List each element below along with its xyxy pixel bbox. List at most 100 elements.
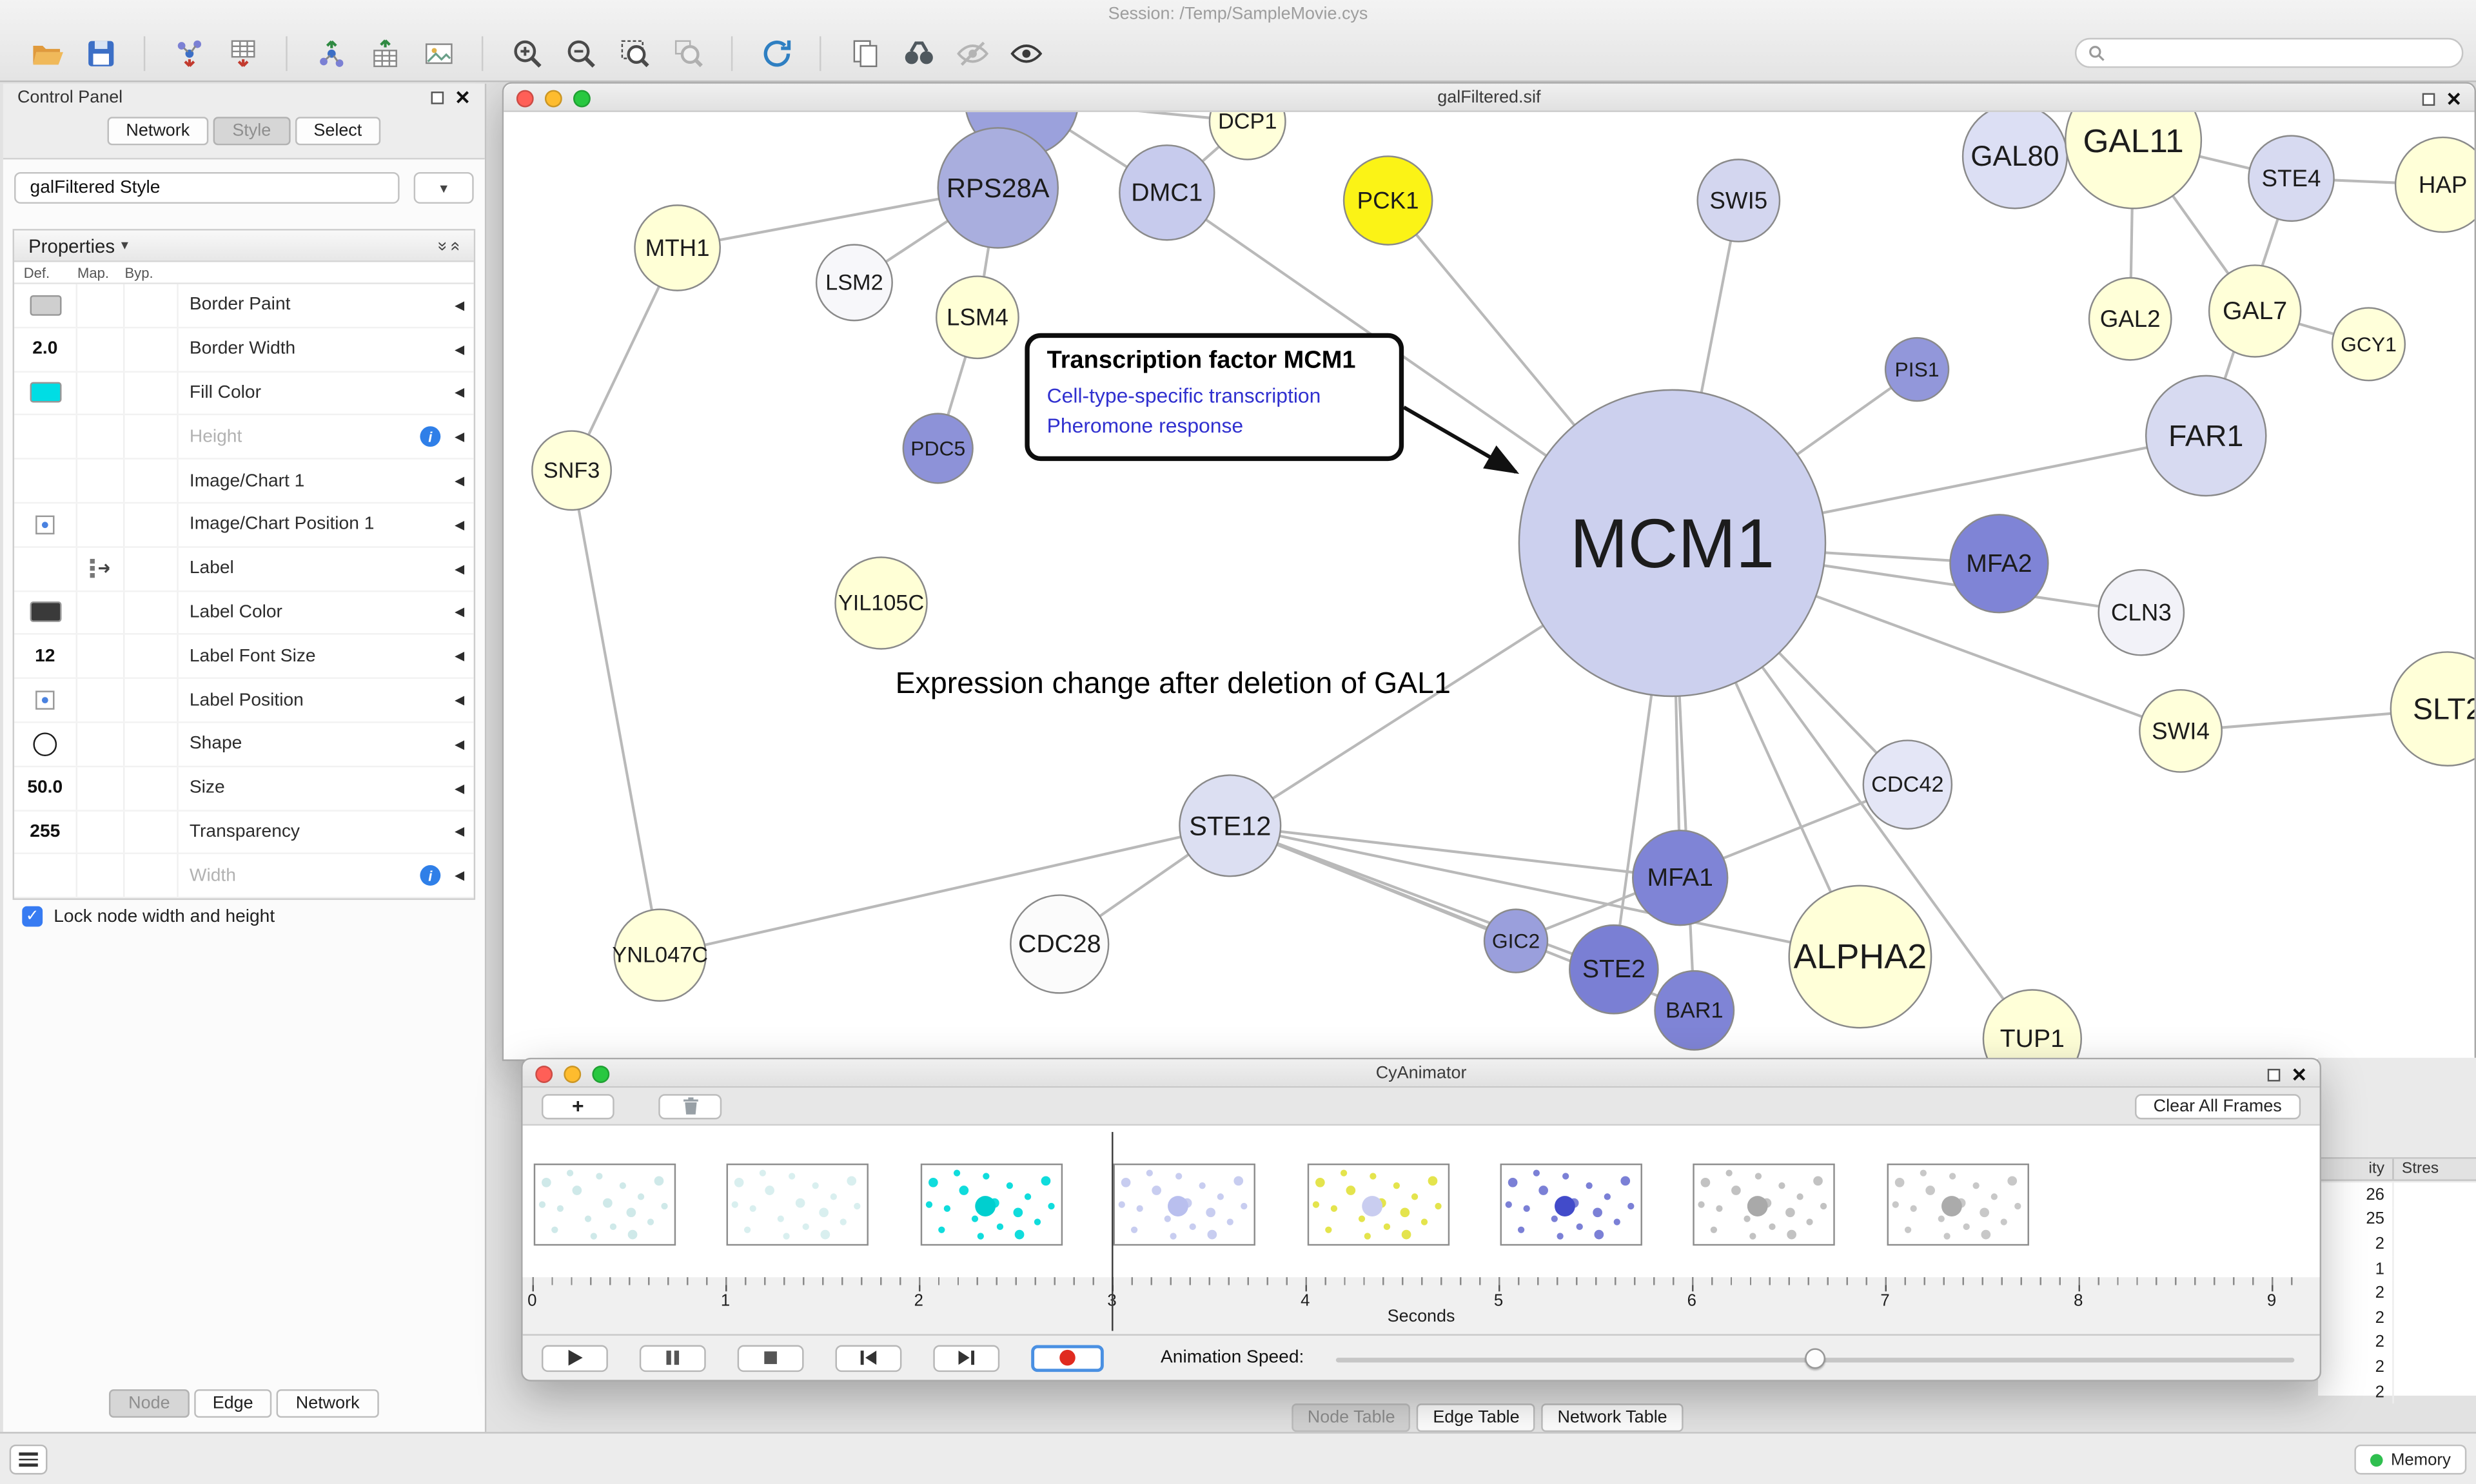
table-tab-node-table[interactable]: Node Table [1292, 1403, 1411, 1432]
save-session-button[interactable] [79, 32, 121, 74]
byp-cell[interactable] [124, 766, 179, 810]
expand-row-icon[interactable]: ◀ [455, 737, 465, 752]
properties-header[interactable]: Properties ▾ » » [14, 230, 474, 262]
byp-cell[interactable] [124, 547, 179, 590]
node-PIS1[interactable]: PIS1 [1884, 337, 1950, 402]
property-row-image-chart-1[interactable]: Image/Chart 1◀ [14, 460, 474, 504]
default-swatch[interactable] [29, 295, 61, 316]
style-tab-network[interactable]: Network [277, 1389, 378, 1418]
float-panel-icon[interactable] [431, 92, 444, 104]
panel-toggle-button[interactable] [9, 1444, 48, 1475]
node-SWI4[interactable]: SWI4 [2139, 688, 2223, 773]
default-swatch[interactable] [29, 602, 61, 623]
map-cell[interactable] [77, 766, 125, 810]
minimize-window-button[interactable] [564, 1066, 582, 1084]
node-SNF3[interactable]: SNF3 [531, 430, 612, 511]
map-cell[interactable] [77, 284, 125, 327]
copy-button[interactable] [843, 32, 886, 74]
column-centrality[interactable]: ity [2318, 1158, 2394, 1180]
node-GCY1[interactable]: GCY1 [2331, 307, 2406, 382]
def-cell[interactable] [14, 854, 78, 897]
node-SWI5[interactable]: SWI5 [1696, 159, 1781, 242]
zoom-fit-button[interactable] [613, 32, 655, 74]
node-YNL047C[interactable]: YNL047C [612, 908, 708, 1002]
def-cell[interactable] [14, 284, 78, 327]
maximize-window-button[interactable] [592, 1066, 610, 1084]
map-cell[interactable] [77, 635, 125, 678]
node-CDC28[interactable]: CDC28 [1010, 894, 1110, 994]
frame-thumbnail-2[interactable] [920, 1163, 1063, 1246]
default-value[interactable]: 50.0 [27, 778, 63, 798]
close-window-icon[interactable]: ✕ [2291, 1064, 2307, 1086]
expand-all-icon[interactable]: » [445, 240, 464, 251]
playhead[interactable] [1112, 1131, 1114, 1331]
skip-to-start-button[interactable] [835, 1344, 902, 1371]
property-row-shape[interactable]: Shape◀ [14, 723, 474, 767]
expand-row-icon[interactable]: ◀ [455, 386, 465, 400]
clear-all-frames-button[interactable]: Clear All Frames [2134, 1093, 2301, 1119]
float-window-icon[interactable] [2267, 1068, 2281, 1082]
map-cell[interactable] [77, 503, 125, 546]
expand-row-icon[interactable]: ◀ [455, 825, 465, 839]
frame-thumbnail-3[interactable] [1113, 1163, 1256, 1246]
byp-cell[interactable] [124, 416, 179, 458]
expression-caption[interactable]: Expression change after deletion of GAL1 [895, 667, 1451, 701]
lock-size-checkbox[interactable]: ✓ [22, 906, 43, 927]
map-cell[interactable] [77, 416, 125, 458]
byp-cell[interactable] [124, 327, 179, 371]
expand-row-icon[interactable]: ◀ [455, 649, 465, 664]
node-MTH1[interactable]: MTH1 [634, 204, 721, 291]
delete-frame-button[interactable] [658, 1093, 722, 1119]
show-all-button[interactable] [1005, 32, 1047, 74]
record-button[interactable] [1031, 1344, 1104, 1371]
search-box[interactable] [2074, 37, 2464, 68]
export-image-button[interactable] [417, 32, 460, 74]
def-cell[interactable]: 2.0 [14, 327, 78, 371]
play-button[interactable] [542, 1344, 608, 1371]
annotation-link-1[interactable]: Cell-type-specific transcription [1046, 384, 1321, 407]
stop-button[interactable] [737, 1344, 804, 1371]
map-cell[interactable] [77, 591, 125, 634]
byp-cell[interactable] [124, 503, 179, 546]
property-row-label[interactable]: Label◀ [14, 547, 474, 592]
expand-row-icon[interactable]: ◀ [455, 342, 465, 356]
node-HAP[interactable]: HAP [2394, 136, 2475, 233]
table-tab-network-table[interactable]: Network Table [1541, 1403, 1684, 1432]
column-stress[interactable]: Stres [2401, 1160, 2439, 1178]
node-DMC1[interactable]: DMC1 [1119, 144, 1215, 241]
memory-button[interactable]: Memory [2354, 1444, 2467, 1475]
shape-circle-icon[interactable] [33, 732, 57, 756]
node-FAR1[interactable]: FAR1 [2145, 375, 2267, 497]
tab-select[interactable]: Select [295, 117, 381, 146]
map-cell[interactable] [77, 854, 125, 897]
property-row-image-chart-position-1[interactable]: Image/Chart Position 1◀ [14, 503, 474, 548]
node-CDC42[interactable]: CDC42 [1862, 739, 1953, 830]
frame-thumbnail-1[interactable] [727, 1163, 869, 1246]
node-GAL2[interactable]: GAL2 [2088, 277, 2172, 361]
table-tab-edge-table[interactable]: Edge Table [1417, 1403, 1536, 1432]
skip-to-end-button[interactable] [933, 1344, 1000, 1371]
close-window-icon[interactable]: ✕ [2446, 88, 2462, 111]
def-cell[interactable] [14, 679, 78, 722]
byp-cell[interactable] [124, 371, 179, 415]
node-STE2[interactable]: STE2 [1569, 924, 1659, 1015]
maximize-window-button[interactable] [573, 90, 591, 108]
find-button[interactable] [897, 32, 939, 74]
info-icon[interactable]: i [420, 865, 441, 886]
node-MFA2[interactable]: MFA2 [1949, 514, 2049, 614]
def-cell[interactable] [14, 371, 78, 415]
frame-thumbnail-4[interactable] [1306, 1163, 1449, 1246]
export-network-button[interactable] [310, 32, 352, 74]
close-window-button[interactable] [516, 90, 534, 108]
expand-row-icon[interactable]: ◀ [455, 561, 465, 576]
expand-row-icon[interactable]: ◀ [455, 473, 465, 488]
node-LSM2[interactable]: LSM2 [815, 244, 893, 322]
byp-cell[interactable] [124, 854, 179, 897]
property-row-fill-color[interactable]: Fill Color◀ [14, 371, 474, 416]
node-PDC5[interactable]: PDC5 [902, 413, 974, 484]
minimize-window-button[interactable] [544, 90, 562, 108]
